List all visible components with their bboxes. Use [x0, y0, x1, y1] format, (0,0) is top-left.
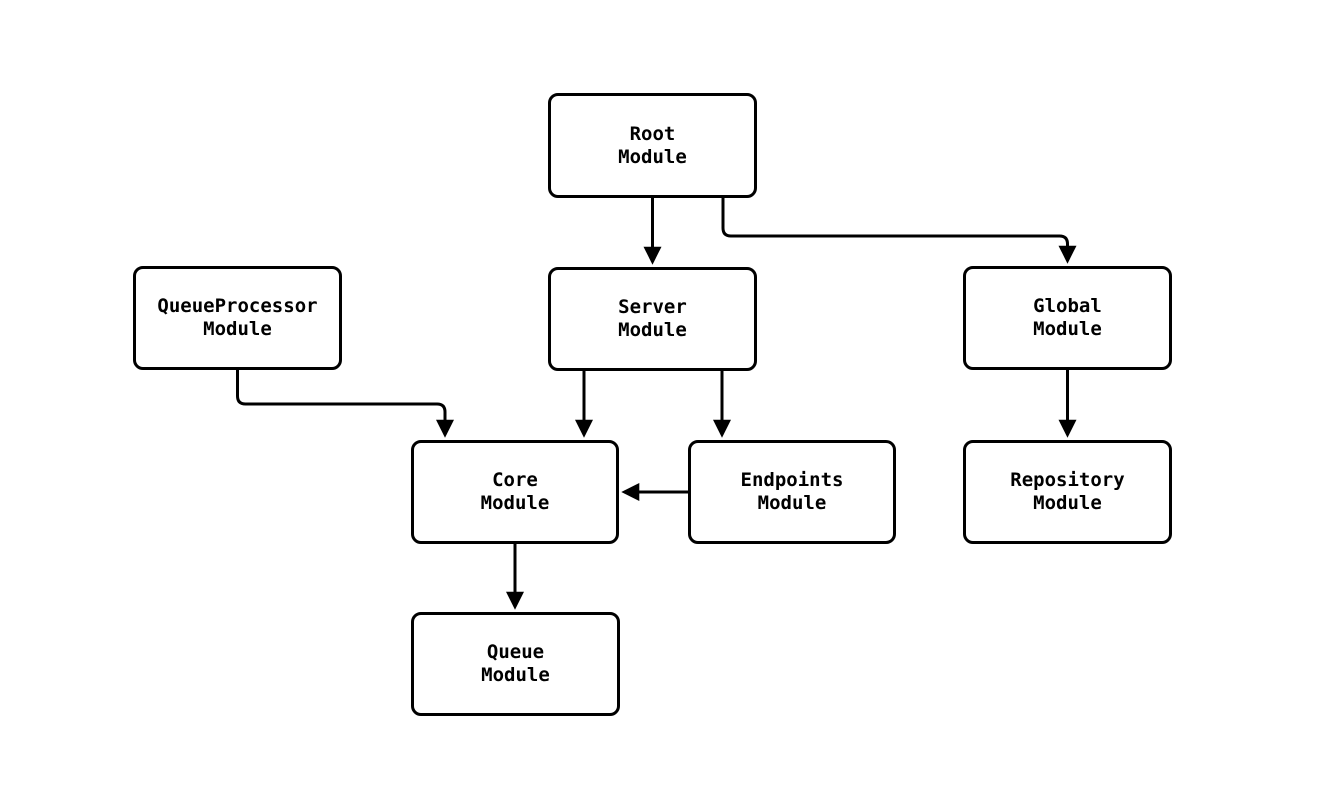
node-label-global: Global Module [1033, 295, 1102, 340]
edge-root-to-global [721, 198, 1077, 264]
node-global: Global Module [963, 266, 1172, 370]
node-root: Root Module [548, 93, 757, 198]
node-core: Core Module [411, 440, 619, 544]
edge-queueprocessor-to-core [236, 370, 454, 438]
node-queue: Queue Module [411, 612, 620, 716]
node-label-server: Server Module [618, 296, 687, 341]
node-repository: Repository Module [963, 440, 1172, 544]
node-queueprocessor: QueueProcessor Module [133, 266, 342, 370]
node-endpoints: Endpoints Module [688, 440, 896, 544]
node-label-root: Root Module [618, 122, 687, 168]
node-server: Server Module [548, 267, 757, 371]
node-label-repository: Repository Module [1010, 469, 1125, 514]
node-label-endpoints: Endpoints Module [740, 469, 844, 514]
edges-group [236, 198, 1077, 610]
node-label-queueprocessor: QueueProcessor Module [157, 295, 318, 340]
node-label-queue: Queue Module [481, 641, 550, 686]
node-label-core: Core Module [480, 469, 550, 514]
